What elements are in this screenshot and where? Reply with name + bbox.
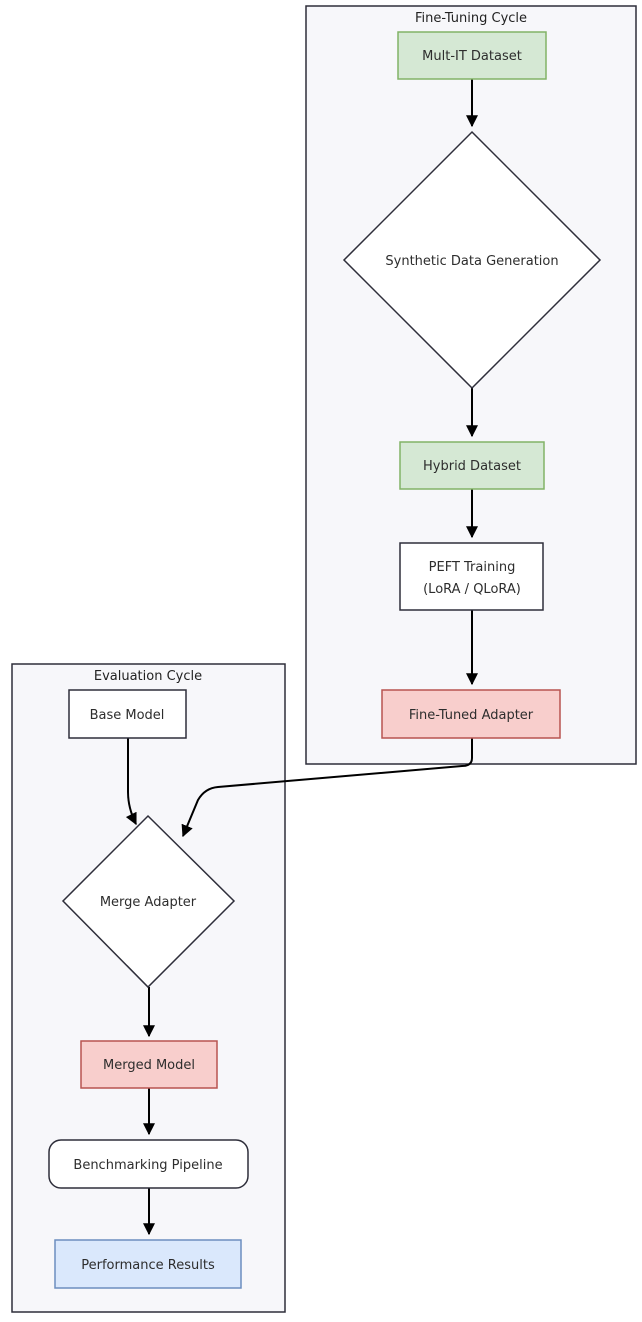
node-mult-it-dataset[interactable]: Mult-IT Dataset xyxy=(397,31,547,80)
node-label-line1: PEFT Training xyxy=(429,560,516,575)
edge-adapter-merge xyxy=(181,738,473,838)
node-label: Hybrid Dataset xyxy=(423,459,521,474)
edge-base-merge xyxy=(125,738,137,826)
node-base-model[interactable]: Base Model xyxy=(68,689,187,739)
cluster-title-fine-tuning: Fine-Tuning Cycle xyxy=(415,11,527,26)
node-fine-tuned-adapter[interactable]: Fine-Tuned Adapter xyxy=(381,689,561,739)
node-label: Benchmarking Pipeline xyxy=(73,1158,222,1173)
node-peft-training[interactable]: PEFT Training (LoRA / QLoRA) xyxy=(399,542,544,611)
cluster-title-evaluation: Evaluation Cycle xyxy=(94,669,202,684)
node-label: Merge Adapter xyxy=(100,895,197,910)
node-label: Mult-IT Dataset xyxy=(422,49,522,64)
node-performance-results[interactable]: Performance Results xyxy=(54,1239,242,1289)
node-hybrid-dataset[interactable]: Hybrid Dataset xyxy=(399,441,545,490)
node-label: Fine-Tuned Adapter xyxy=(409,708,534,723)
node-merged-model[interactable]: Merged Model xyxy=(80,1040,218,1089)
node-label: Base Model xyxy=(90,708,165,723)
node-label-line2: (LoRA / QLoRA) xyxy=(423,582,521,597)
node-label: Merged Model xyxy=(103,1058,195,1073)
node-synthetic-data-generation[interactable]: Synthetic Data Generation xyxy=(342,130,602,390)
node-benchmarking-pipeline[interactable]: Benchmarking Pipeline xyxy=(48,1139,249,1189)
node-label: Performance Results xyxy=(81,1258,215,1273)
node-merge-adapter[interactable]: Merge Adapter xyxy=(61,814,236,989)
edges xyxy=(125,79,478,1236)
node-label: Synthetic Data Generation xyxy=(385,254,558,269)
